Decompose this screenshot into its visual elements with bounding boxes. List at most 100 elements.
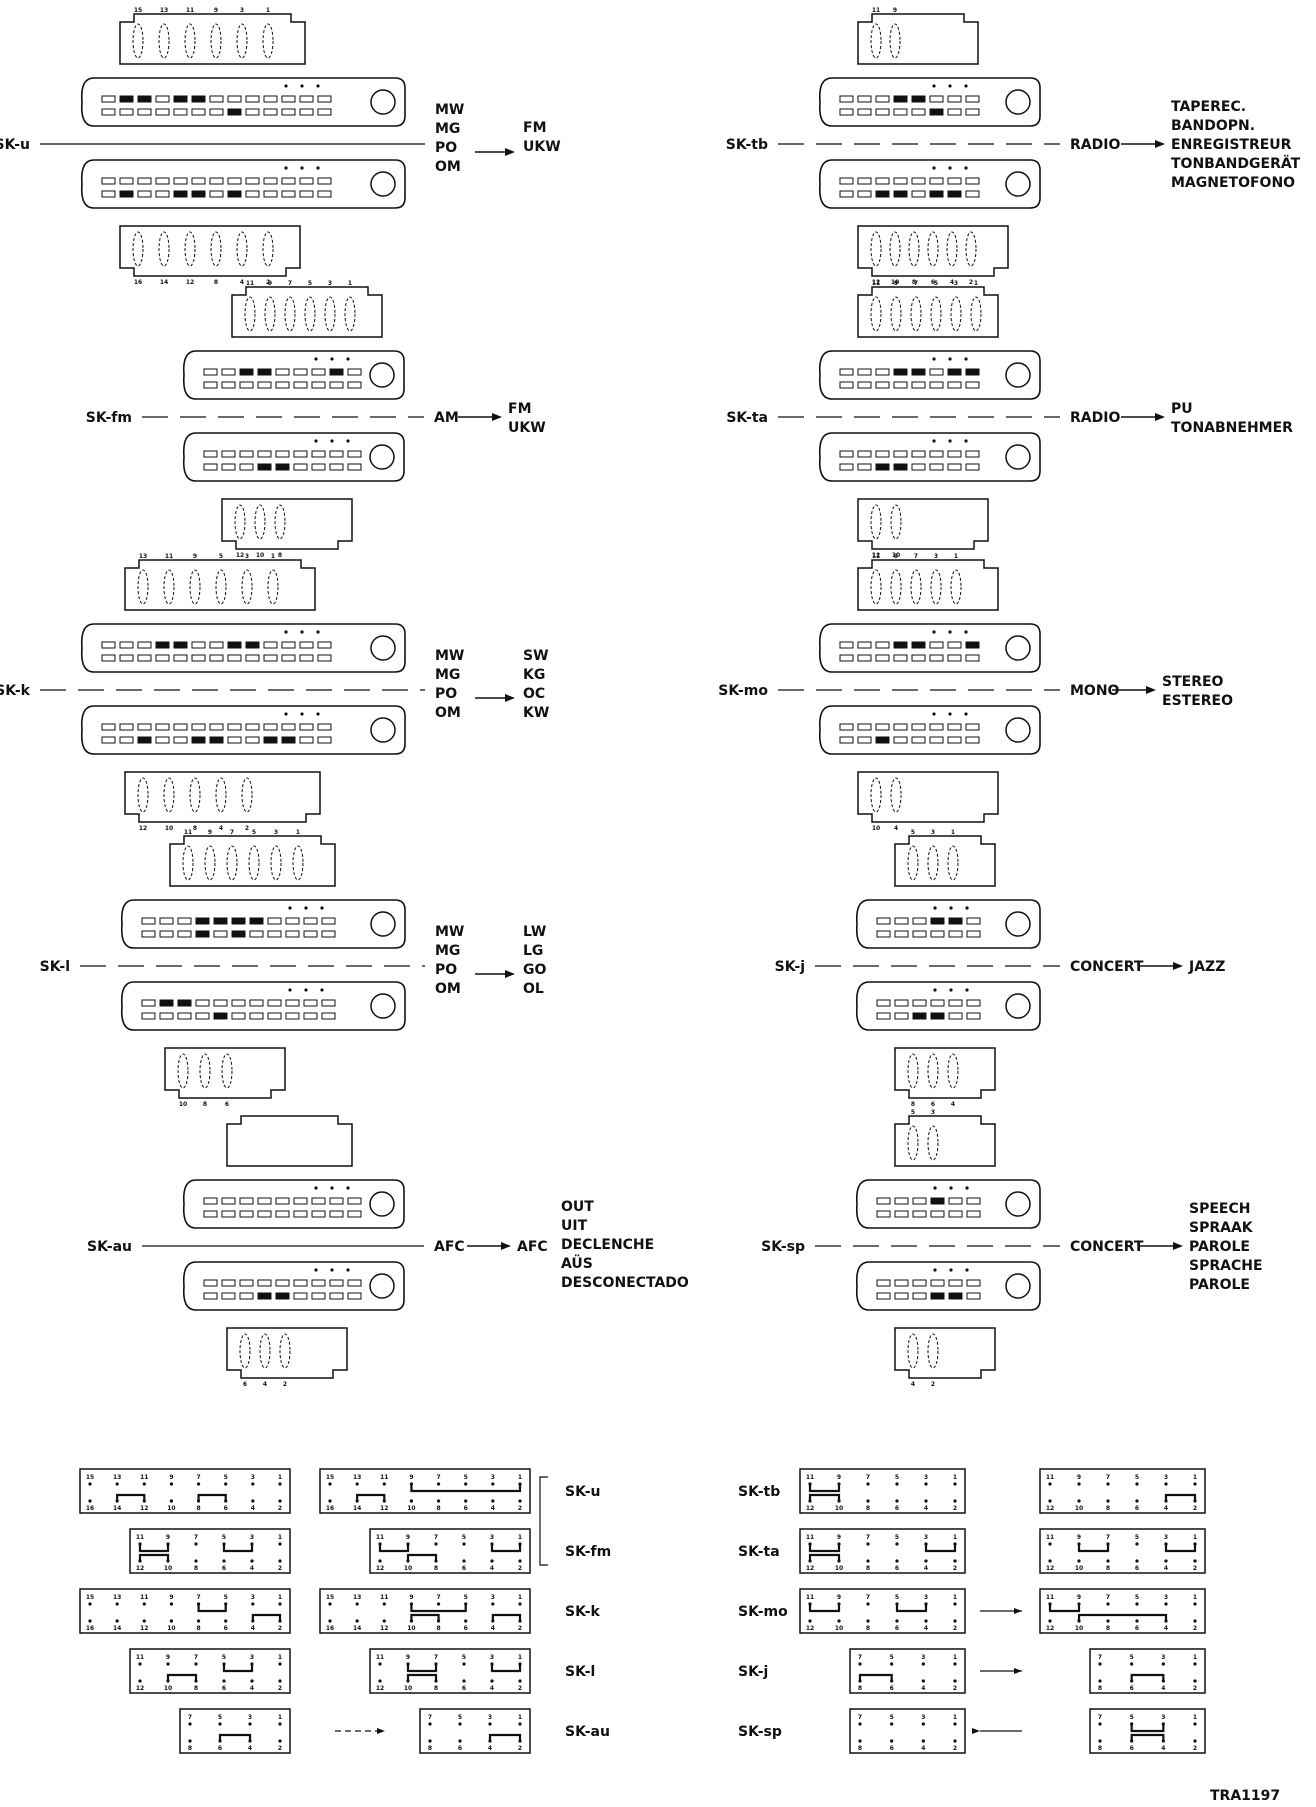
table-frame	[1089, 1708, 1206, 1754]
pin-number: 3	[240, 7, 244, 14]
switch-name: SK-u	[0, 137, 30, 153]
pin-number: 11	[1046, 1594, 1054, 1601]
target-label: LW	[523, 924, 546, 940]
contact-slot	[893, 463, 908, 471]
wafer-hole	[369, 1273, 395, 1299]
position-label: OM	[435, 705, 461, 721]
pin-dot	[194, 1559, 198, 1563]
table-frame	[849, 1708, 966, 1754]
pin-number: 10	[165, 825, 173, 832]
contact-slot	[227, 641, 242, 649]
rivet	[932, 166, 936, 170]
pin-number: 5	[895, 1534, 899, 1541]
target-label: SPRACHE	[1189, 1258, 1263, 1274]
pin-number: 1	[1193, 1534, 1197, 1541]
spring-contact	[889, 23, 901, 59]
target-label: BANDOPN.	[1171, 118, 1255, 134]
pin-number: 11	[376, 1654, 384, 1661]
contact-slot	[257, 1279, 272, 1287]
pin-number: 3	[488, 1714, 492, 1721]
connector	[857, 559, 999, 611]
rivet	[288, 988, 292, 992]
pin-dot	[491, 1602, 495, 1606]
contact-slot	[101, 95, 116, 103]
pin-number: 3	[924, 1534, 928, 1541]
spring-contact	[254, 504, 266, 540]
contact-slots	[839, 166, 980, 198]
contact-slot	[329, 1279, 344, 1287]
target-label: JAZZ	[1188, 959, 1225, 975]
pin-dot	[218, 1722, 222, 1726]
contact-slot	[876, 1197, 891, 1205]
contact-slot	[893, 654, 908, 662]
wafer-outline	[80, 705, 406, 755]
contact-slot	[929, 463, 944, 471]
connector-outline	[124, 559, 316, 611]
contact-slot	[911, 641, 926, 649]
pin-number: 6	[931, 279, 935, 286]
contact-slot	[177, 917, 192, 925]
contact-slot	[245, 723, 260, 731]
contact-slot	[285, 1012, 300, 1020]
pin-number: 4	[1164, 1565, 1168, 1572]
contact-slot	[231, 930, 246, 938]
pin-dot	[953, 1679, 957, 1683]
connector	[857, 225, 1009, 277]
arrow-head	[972, 1728, 980, 1734]
pin-number: 9	[1077, 1594, 1081, 1601]
pin-number: 4	[1161, 1745, 1165, 1752]
pin-number: 3	[924, 1474, 928, 1481]
contact-slot	[227, 177, 242, 185]
pin-number: 4	[924, 1505, 928, 1512]
contact-slot	[227, 95, 242, 103]
spring-contact	[946, 231, 958, 267]
connector-outline	[226, 1327, 348, 1379]
contact-slot	[930, 917, 945, 925]
contact-slot	[857, 381, 872, 389]
contact-slot	[299, 723, 314, 731]
pin-number: 5	[224, 1474, 228, 1481]
contact-slot	[209, 95, 224, 103]
pin-dot	[895, 1619, 899, 1623]
contact-slot	[930, 1279, 945, 1287]
position-label: MG	[435, 667, 460, 683]
pin-number: 1	[953, 1594, 957, 1601]
pin-number: 10	[407, 1625, 415, 1632]
pin-dot	[518, 1602, 522, 1606]
contact-slot	[930, 1012, 945, 1020]
pin-number: 5	[462, 1534, 466, 1541]
pin-number: 5	[252, 829, 256, 836]
contact-slot	[191, 736, 206, 744]
wafer	[818, 432, 1041, 482]
pin-number: 4	[240, 279, 244, 286]
pin-dot	[953, 1739, 957, 1743]
connector	[857, 286, 999, 338]
contact-slot	[893, 190, 908, 198]
pin-number: 9	[166, 1534, 170, 1541]
pin-dot	[1193, 1559, 1197, 1563]
contact-slot	[929, 450, 944, 458]
pin-number: 5	[458, 1714, 462, 1721]
bridge-link	[1164, 1544, 1197, 1553]
pin-dot	[1161, 1662, 1165, 1666]
pin-number: 9	[894, 553, 898, 560]
contact-slot	[876, 1210, 891, 1218]
pin-number: 7	[1106, 1594, 1110, 1601]
position-label: AFC	[434, 1239, 465, 1255]
contact-slot	[209, 108, 224, 116]
contact-slot	[347, 1197, 362, 1205]
contact-slot	[177, 1012, 192, 1020]
pin-number: 3	[931, 829, 935, 836]
pin-number: 1	[518, 1534, 522, 1541]
arrow-head	[505, 148, 515, 156]
pin-dot	[953, 1619, 957, 1623]
bridge-link	[378, 1544, 410, 1553]
pin-dot	[866, 1602, 870, 1606]
bridge-link	[808, 1484, 841, 1493]
connector	[231, 286, 383, 338]
pin-number: 10	[407, 1505, 415, 1512]
switch-name: SK-k	[0, 683, 31, 699]
